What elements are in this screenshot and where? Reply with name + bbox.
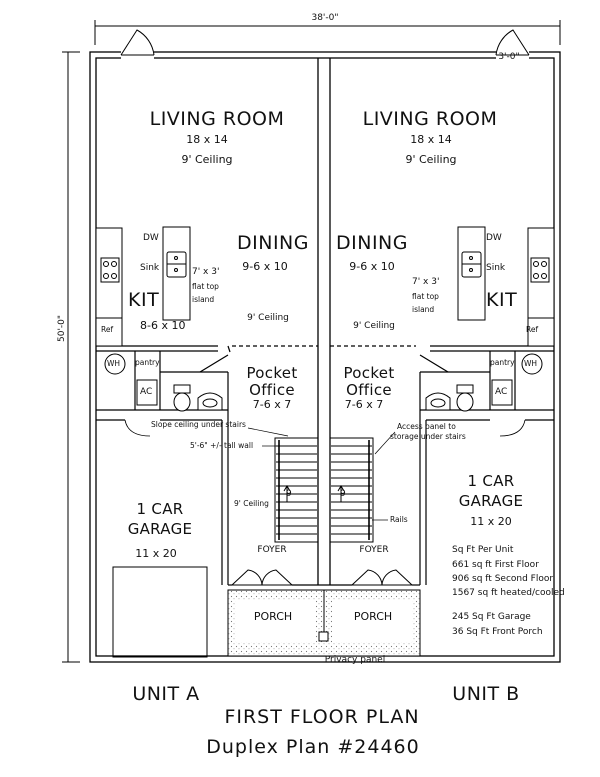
garage-size-a: 11 x 20 [135, 547, 177, 560]
office-line1-b: Pocket [343, 364, 395, 382]
utility-fixtures [104, 353, 543, 412]
tall-wall-note: 5'-6" +/- tall wall [190, 441, 254, 450]
porch-label-a: PORCH [253, 610, 293, 623]
foyer-label-b: FOYER [359, 545, 389, 555]
stat-line-1: Sq Ft Per Unit [452, 545, 514, 555]
island-line2-a: flat top [192, 282, 219, 291]
living-room-label-b: LIVING ROOM [362, 108, 498, 130]
living-room-size-b: 18 x 14 [410, 133, 452, 146]
privacy-panel-note: Privacy panel [324, 655, 386, 665]
pantry-label-b: pantry [490, 358, 515, 367]
kitchen-size-a: 8-6 x 10 [140, 319, 186, 332]
garage-line1-a: 1 CAR [136, 500, 184, 518]
ac-label-a: AC [140, 387, 153, 397]
unit-a-label: UNIT A [132, 683, 200, 705]
sink-label-a: Sink [140, 263, 160, 273]
stairs [274, 437, 374, 543]
stat-line-5: 245 Sq Ft Garage [452, 612, 531, 622]
slope-ceiling-note: Slope ceiling under stairs [151, 420, 246, 429]
access-panel-note-1: Access panel to [397, 422, 456, 431]
dining-label-a: DINING [237, 232, 309, 254]
kitchen-counters-unit-b [457, 226, 555, 347]
kitchen-label-a: KIT [128, 289, 160, 311]
pantry-label-a: pantry [135, 358, 160, 367]
interior-walls-unit-a [96, 345, 318, 658]
overall-depth-dim: 50'-0" [57, 314, 67, 342]
rails-note: Rails [390, 515, 408, 524]
island-line1-b: 7' x 3' [412, 277, 440, 287]
overall-width-dim: 38'-0" [311, 13, 339, 23]
office-line2-a: Office [249, 381, 295, 399]
garage-line1-b: 1 CAR [467, 472, 515, 490]
unit-b-label: UNIT B [452, 683, 520, 705]
dining-ceiling-b: 9' Ceiling [353, 321, 395, 331]
ref-label-b: Ref [526, 325, 539, 334]
porch-label-b: PORCH [353, 610, 393, 623]
ref-label-a: Ref [101, 325, 114, 334]
dining-size-b: 9-6 x 10 [349, 260, 395, 273]
access-panel-note-2: storage under stairs [390, 432, 466, 441]
kitchen-counters-unit-a [95, 226, 191, 347]
dining-label-b: DINING [336, 232, 408, 254]
living-room-ceiling-a: 9' Ceiling [181, 153, 233, 166]
dining-size-a: 9-6 x 10 [242, 260, 288, 273]
office-size-a: 7-6 x 7 [252, 398, 292, 411]
water-heater-label-a: WH [107, 359, 121, 368]
stat-line-3: 906 sq ft Second Floor [452, 574, 554, 584]
interior-walls-unit-b [330, 345, 554, 585]
stat-line-6: 36 Sq Ft Front Porch [452, 627, 543, 637]
water-heater-label-b: WH [524, 359, 538, 368]
office-size-b: 7-6 x 7 [344, 398, 384, 411]
island-line1-a: 7' x 3' [192, 267, 220, 277]
island-line3-a: island [192, 295, 215, 304]
door-width-dim: 3'-0" [498, 52, 520, 62]
living-room-label-a: LIVING ROOM [149, 108, 285, 130]
dishwasher-label-a: DW [143, 233, 159, 243]
kitchen-label-b: KIT [486, 289, 518, 311]
island-line2-b: flat top [412, 292, 439, 301]
office-line2-b: Office [346, 381, 392, 399]
stat-line-2: 661 sq ft First Floor [452, 560, 539, 570]
dining-ceiling-a: 9' Ceiling [247, 313, 289, 323]
living-room-ceiling-b: 9' Ceiling [405, 153, 457, 166]
sink-label-b: Sink [486, 263, 506, 273]
stair-marker-b: 9 [340, 489, 346, 499]
plan-subtitle: Duplex Plan #24460 [206, 736, 420, 758]
plan-title: FIRST FLOOR PLAN [224, 706, 420, 728]
stair-ceiling-note: 9' Ceiling [234, 499, 269, 508]
island-line3-b: island [412, 305, 435, 314]
porch [227, 589, 421, 657]
back-doors [120, 29, 530, 62]
garage-line2-b: GARAGE [458, 492, 524, 510]
garage-line2-a: GARAGE [127, 520, 193, 538]
foyer-label-a: FOYER [257, 545, 287, 555]
ac-label-b: AC [495, 387, 508, 397]
garage-size-b: 11 x 20 [470, 515, 512, 528]
stat-line-4: 1567 sq ft heated/cooled [452, 588, 565, 598]
dimension-lines [62, 20, 561, 663]
office-line1-a: Pocket [246, 364, 298, 382]
living-room-size-a: 18 x 14 [186, 133, 228, 146]
dishwasher-label-b: DW [486, 233, 502, 243]
stair-marker-a: 9 [286, 489, 292, 499]
